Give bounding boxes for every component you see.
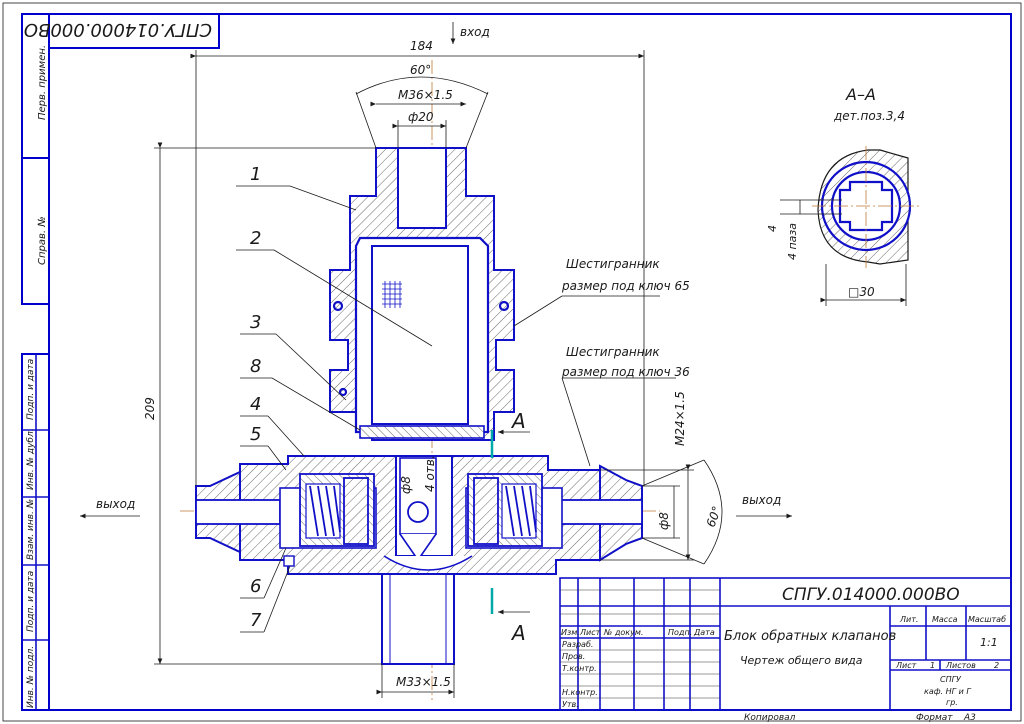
format-label: Формат [916, 713, 953, 723]
dim-d8-center: ф8 [399, 476, 413, 494]
section-title: A–A [845, 85, 876, 104]
dim-d20: ф20 [408, 110, 434, 124]
row-label: Разраб. [562, 640, 593, 649]
sheet-value: 1 [930, 661, 935, 670]
hex-note-1-line2: размер под ключ 65 [561, 279, 690, 293]
notes: Шестигранник размер под ключ 65 Шестигра… [561, 257, 690, 379]
hex-note-2-line1: Шестигранник [566, 345, 660, 359]
dim-m33: M33×1.5 [396, 675, 451, 689]
title-doc-code: СПГУ.014000.000ВО [782, 585, 960, 605]
leader-lines [236, 185, 676, 633]
org-line2: каф. НГ и Г [924, 687, 971, 696]
sheet-label: Лист [895, 661, 917, 670]
callout-7: 7 [250, 610, 262, 631]
side-label: Подп. и дата [26, 571, 36, 632]
col-header: Лист [579, 628, 601, 637]
side-label: Справ. № [37, 216, 48, 265]
dim-d8-right: ф8 [657, 512, 671, 530]
dim-angle-right: 60° [704, 504, 724, 529]
callout-3: 3 [250, 312, 261, 333]
section-marks: A A [490, 409, 530, 645]
footer: Копировал Формат А3 [744, 713, 976, 723]
callout-6: 6 [250, 576, 261, 597]
row-label: Т.контр. [562, 664, 597, 673]
side-label: Инв. № подл. [26, 646, 36, 708]
hex-note-1-line1: Шестигранник [566, 257, 660, 271]
col-header: № докум. [603, 628, 643, 637]
section-subtitle: дет.поз.3,4 [833, 109, 905, 123]
hex-note-2-line2: размер под ключ 36 [561, 365, 690, 379]
callout-2: 2 [250, 228, 261, 249]
section-mark-lower: A [510, 621, 526, 645]
dimensions [80, 22, 792, 698]
valve-assembly [180, 60, 660, 700]
title-block: СПГУ.014000.000ВО Блок обратных клапанов… [559, 577, 1012, 711]
scale-value: 1:1 [980, 636, 998, 649]
filter-mesh [382, 281, 402, 308]
row-label: Пров. [562, 652, 585, 661]
title-name-line1: Блок обратных клапанов [724, 629, 896, 644]
stamp-code: СПГУ.014000.000ВО [24, 19, 212, 40]
callouts: 1 2 3 8 4 5 6 7 [250, 164, 262, 631]
col-header: Дата [693, 628, 715, 637]
side-label: Подп. и дата [26, 359, 36, 420]
side-label: Взам. инв. № [26, 499, 36, 560]
callout-5: 5 [250, 424, 261, 445]
copied-label: Копировал [744, 713, 796, 723]
holes-label: 4 отв. [423, 455, 437, 492]
callout-4: 4 [250, 394, 261, 415]
section-view-aa: A–A дет.поз.3,4 4 4 паза □30 [766, 85, 920, 306]
dim-m36: M36×1.5 [398, 88, 453, 102]
section-dim-sq30: □30 [848, 285, 875, 299]
dimension-labels: вход 184 60° M36×1.5 ф20 209 выход выход… [96, 25, 781, 689]
spring-left [309, 485, 341, 537]
side-labels: Перв. примен. Справ. № Подп. и дата Инв.… [26, 45, 48, 708]
side-label: Перв. примен. [37, 45, 48, 120]
inlet-label: вход [460, 25, 490, 39]
title-name-line2: Чертеж общего вида [740, 654, 863, 667]
lit-label: Лит. [899, 615, 918, 624]
dim-184: 184 [410, 39, 433, 53]
outlet-left-label: выход [96, 497, 135, 511]
section-dim-4: 4 [766, 225, 779, 232]
dim-m24: M24×1.5 [673, 391, 687, 446]
spring-right [505, 485, 537, 537]
dim-209: 209 [143, 397, 157, 420]
org-line3: гр. [946, 698, 958, 707]
row-label: Утв. [562, 700, 579, 709]
section-mark-upper: A [510, 409, 526, 433]
format-value: А3 [963, 713, 976, 723]
sheets-value: 2 [994, 661, 999, 670]
dim-angle-top: 60° [410, 63, 431, 77]
sheets-label: Листов [945, 661, 976, 670]
side-label: Инв. № дубл. [26, 428, 36, 490]
callout-1: 1 [250, 164, 261, 185]
mass-label: Масса [932, 615, 958, 624]
outlet-right-label: выход [742, 493, 781, 507]
callout-8: 8 [250, 356, 261, 377]
section-dim-4-slots: 4 паза [786, 223, 799, 260]
scale-label: Масштаб [968, 615, 1006, 624]
org-line1: СПГУ [940, 675, 962, 684]
row-label: Н.контр. [562, 688, 598, 697]
col-header: Подп. [668, 628, 692, 637]
col-header: Изм. [561, 628, 580, 637]
